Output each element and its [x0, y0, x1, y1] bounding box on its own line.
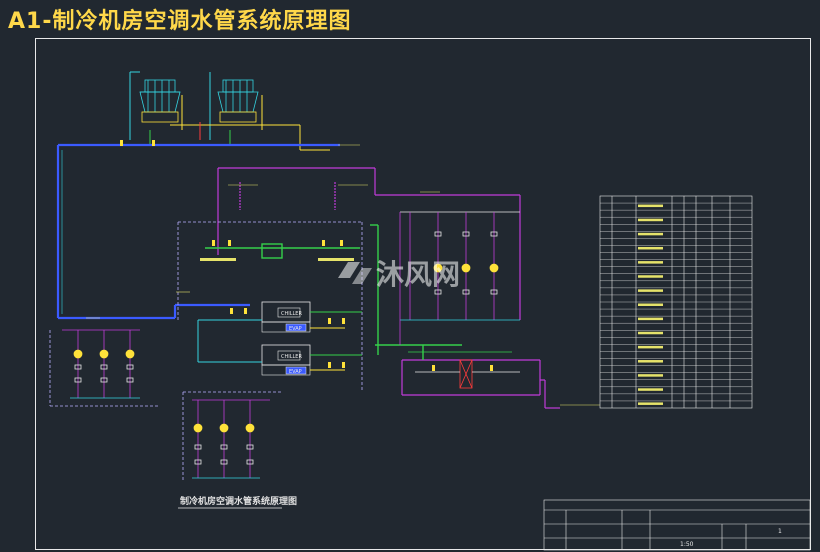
table-cell-mark: [638, 402, 663, 405]
watermark: 沐风网: [338, 258, 460, 291]
table-cell-mark: [638, 246, 663, 250]
table-cell-mark: [638, 331, 663, 335]
chiller-unit-2: CHILLER EVAP: [261, 344, 311, 376]
watermark-text: 沐风网: [376, 258, 460, 291]
title-block: [543, 499, 811, 551]
table-cell-mark: [638, 388, 663, 391]
table-cell-mark: [638, 261, 663, 264]
tower-piping: [129, 71, 330, 151]
table-cell-mark: [638, 317, 663, 321]
title-block-sheet: 1: [778, 528, 782, 535]
chiller-unit-1: CHILLER EVAP: [261, 301, 311, 333]
table-cell-mark: [638, 374, 663, 377]
table-cell-mark: [638, 275, 663, 278]
chiller-2-label: CHILLER: [281, 354, 302, 360]
pump-group-left: [62, 329, 140, 399]
table-cell-mark: [638, 360, 663, 363]
table-cell-mark: [638, 289, 663, 292]
green-supply-header: [205, 224, 462, 360]
table-cell-mark: [638, 345, 663, 349]
table-cell-mark: [638, 303, 663, 306]
watermark-logo-icon: [338, 262, 360, 278]
chiller-1-label: CHILLER: [281, 311, 302, 317]
valves: [120, 140, 493, 371]
pump-group-right: [399, 211, 520, 345]
title-block-scale: 1:50: [680, 541, 694, 548]
table-cell-mark: [638, 204, 663, 208]
diagram-caption: 制冷机房空调水管系统原理图: [180, 495, 297, 507]
evaporator-1-label: EVAP: [289, 326, 302, 332]
cooling-tower-2: [217, 79, 259, 123]
drawing-frame: [35, 38, 811, 550]
table-cell-mark: [638, 218, 663, 222]
heat-exchanger-group: [408, 351, 520, 389]
pump-group-bottom: [192, 399, 270, 479]
chilled-water-main: [56, 143, 340, 320]
page-title: A1-制冷机房空调水管系统原理图: [8, 9, 352, 34]
evaporator-2-label: EVAP: [289, 369, 302, 375]
table-cell-mark: [638, 232, 663, 236]
cooling-tower-1: [139, 79, 181, 123]
